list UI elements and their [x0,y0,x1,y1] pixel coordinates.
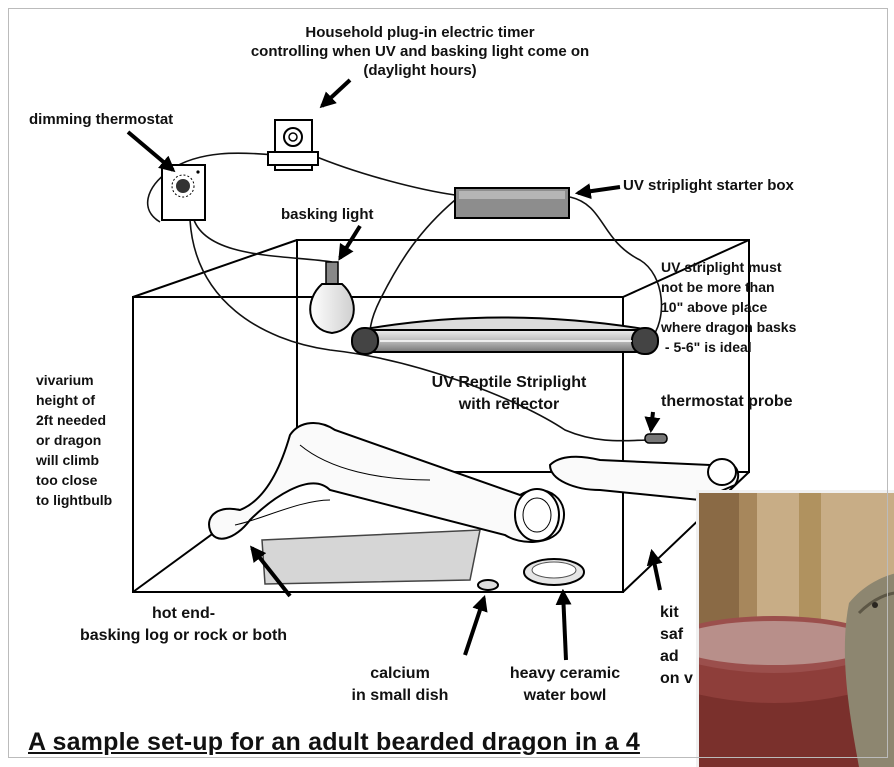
thermostat-probe-icon [645,434,667,443]
water-bowl-icon [524,559,584,585]
starter-box-label: UV striplight starter box [623,176,794,195]
bearded-dragon-photo [696,490,894,767]
hot-end-label: hot end- basking log or rock or both [46,603,321,647]
calcium-dish-icon [478,580,498,590]
timer-icon [268,120,318,170]
thermostat-probe-label: thermostat probe [661,392,793,411]
basking-light-label: basking light [281,205,374,224]
calcium-label: calcium in small dish [335,663,465,707]
water-bowl-label: heavy ceramic water bowl [490,663,640,707]
thermostat-icon [162,165,205,220]
striplight-icon [352,318,658,355]
timer-label: Household plug-in electric timer control… [230,23,610,80]
basking-bulb-icon [310,262,354,333]
uv-striplight-label: UV Reptile Striplight with reflector [384,372,634,416]
starter-box-icon [455,188,569,218]
vivarium-height-label: vivarium height of 2ft needed or dragon … [36,370,112,510]
basking-log-icon [209,423,564,542]
floor-mat [262,530,480,584]
striplight-note-label: UV striplight must not be more than 10" … [661,257,796,357]
diagram-caption: A sample set-up for an adult bearded dra… [28,728,640,757]
dimming-thermostat-label: dimming thermostat [29,110,173,129]
kitchen-partial-label: kit saf ad on v [660,602,693,690]
